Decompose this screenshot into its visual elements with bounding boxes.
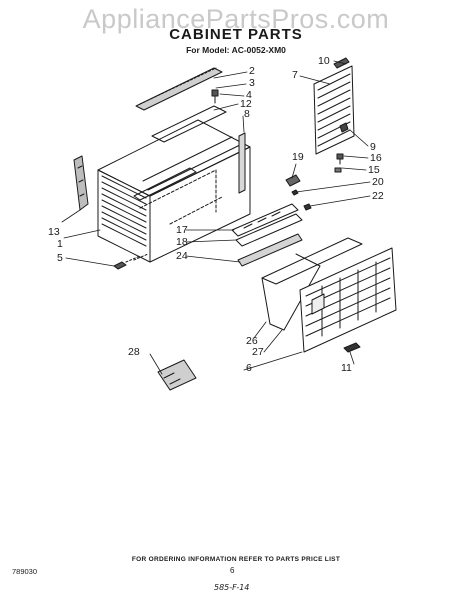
knob-part <box>343 342 361 353</box>
callout-20: 20 <box>372 176 384 188</box>
page-title: CABINET PARTS <box>169 26 303 43</box>
vertical-post <box>238 132 246 194</box>
foot-part <box>113 253 149 270</box>
callout-6: 6 <box>246 362 252 374</box>
model-prefix: For Model: <box>186 45 230 55</box>
rear-vent-panel <box>313 57 355 155</box>
callout-7: 7 <box>292 69 298 81</box>
callout-3: 3 <box>249 77 255 89</box>
callout-18: 18 <box>176 236 188 248</box>
callout-27: 27 <box>252 346 264 358</box>
callout-11: 11 <box>341 362 352 374</box>
document-number: 789030 <box>12 567 38 576</box>
callout-5: 5 <box>57 252 63 264</box>
callout-28: 28 <box>128 346 140 358</box>
callout-15: 15 <box>368 164 380 176</box>
page-number: 6 <box>230 566 235 575</box>
callout-2: 2 <box>249 65 255 77</box>
top-rail-strip <box>135 67 223 111</box>
accordion-slider <box>231 203 303 267</box>
callout-22: 22 <box>372 190 384 202</box>
callout-24: 24 <box>176 250 188 262</box>
callout-4: 4 <box>246 89 252 101</box>
side-bracket <box>73 155 89 211</box>
callout-12: 12 <box>240 98 252 110</box>
model-line: For Model: AC-0052-XM0 <box>0 45 472 55</box>
front-grille <box>299 247 397 353</box>
watermark-text: AppliancePartsPros.com <box>82 4 390 34</box>
callout-19: 19 <box>292 151 304 163</box>
handwritten-code: 585-F-14 <box>214 583 250 592</box>
screw-part <box>211 89 219 104</box>
callout-10: 10 <box>318 55 330 67</box>
callout-9: 9 <box>370 141 376 153</box>
screw-set <box>334 153 344 173</box>
ordering-note: FOR ORDERING INFORMATION REFER TO PARTS … <box>131 556 341 563</box>
cabinet-side-louvers <box>101 175 147 247</box>
cabinet-shell <box>97 105 251 263</box>
front-frame <box>261 237 363 331</box>
callout-26: 26 <box>246 335 258 347</box>
callout-8: 8 <box>244 108 250 120</box>
model-number: AC-0052-XM0 <box>231 45 286 55</box>
bracket-part <box>157 359 197 391</box>
leader-lines <box>61 60 371 375</box>
callout-16: 16 <box>370 152 382 164</box>
callout-17: 17 <box>176 224 188 236</box>
callout-1: 1 <box>57 238 63 250</box>
callout-13: 13 <box>48 226 60 238</box>
